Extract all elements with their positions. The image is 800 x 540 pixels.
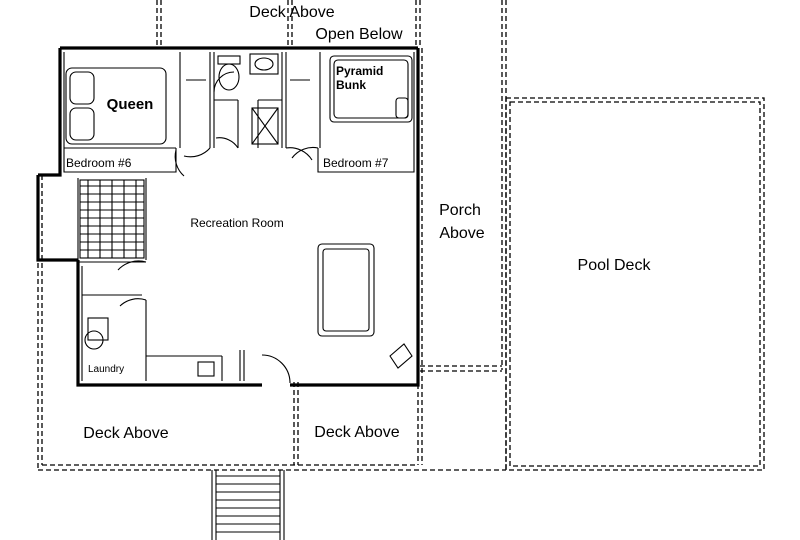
label-recreation-room: Recreation Room [190,216,283,230]
bed-queen [65,67,167,145]
stair-treads [80,180,280,533]
label-bedroom-6: Bedroom #6 [66,156,132,170]
interior-walls [63,52,415,381]
bed-pyramid-bunk [329,55,413,123]
shower-icon [251,107,279,145]
pool-table [317,243,375,337]
label-deck-above-center: Deck Above [314,424,399,441]
label-queen: Queen [107,96,154,113]
exterior-walls [36,46,420,387]
label-open-below: Open Below [315,26,403,43]
toilet-icon [217,55,241,91]
label-deck-above-top: Deck Above [249,4,334,21]
sink-icon [249,53,279,75]
label-laundry: Laundry [88,364,124,375]
label-porch: Porch [439,202,481,219]
label-deck-above-left: Deck Above [83,425,168,442]
label-porch-above: Above [439,225,484,242]
label-bedroom-7: Bedroom #7 [323,156,389,170]
label-pool-deck: Pool Deck [578,257,652,274]
appliance-icon [87,317,215,377]
stairs-exterior [211,470,285,540]
label-pyramid: Pyramid [336,64,383,78]
label-bunk: Bunk [336,78,366,92]
door-swings [117,71,319,384]
corner-fixture [389,343,413,369]
